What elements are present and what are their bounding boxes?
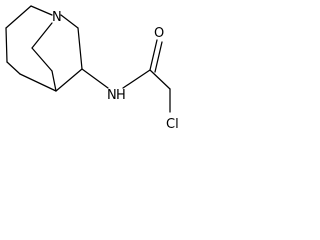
bond-upper-left-to-left: [5, 5, 32, 29]
ring-nitrogen-label: N: [52, 10, 62, 25]
bond-c3-to-nh: [81, 68, 109, 89]
bond-carbonyl-double-outer: [149, 39, 158, 71]
bond-c3-to-bridgehead: [55, 68, 83, 92]
amide-hydrogen-label: H: [116, 88, 126, 103]
amide-nitrogen-label: N: [107, 88, 117, 103]
bond-inner-left-to-n: [31, 22, 53, 49]
bond-n-to-upper-left: [30, 5, 53, 16]
chlorine-label: Cl: [166, 117, 179, 132]
bond-ring-ch2-to-c3: [77, 27, 83, 70]
bond-bridgehead-to-inner-right: [51, 70, 57, 92]
chloroacetamide-chain: [81, 39, 171, 113]
carbonyl-oxygen-label: O: [154, 26, 164, 41]
bond-left-bottom-to-bottom: [6, 61, 21, 75]
bond-nh-to-carbonyl-c: [122, 69, 151, 89]
quinuclidine-cage: [5, 5, 83, 92]
bond-carbonyl-to-ch2: [149, 69, 171, 90]
bond-bottom-to-bridgehead: [19, 73, 57, 92]
bond-left-down: [5, 27, 8, 63]
molecule-diagram: N N H O Cl: [5, 5, 179, 132]
bond-carbonyl-double-inner: [154, 41, 163, 73]
bond-inner-right-to-inner-left: [31, 47, 53, 72]
bond-n-to-ring-ch2: [60, 14, 79, 29]
